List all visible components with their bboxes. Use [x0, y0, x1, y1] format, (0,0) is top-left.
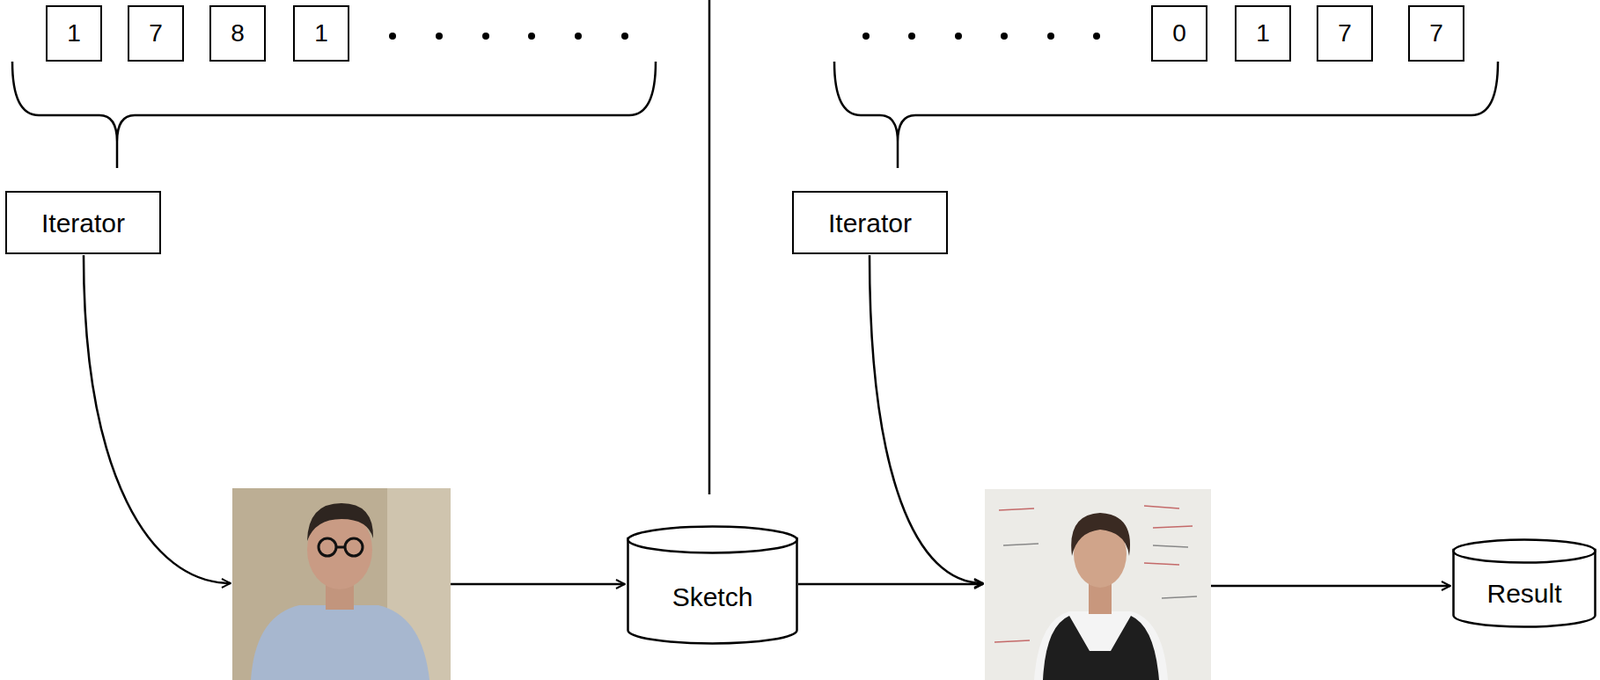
node-label: Iterator [41, 208, 125, 238]
flow-arrow [869, 255, 984, 584]
glasses [344, 538, 363, 557]
node-label: 7 [148, 20, 163, 48]
divider-line [708, 0, 712, 495]
digit-box: 0 [1151, 5, 1208, 62]
dot [574, 32, 582, 40]
curly-brace [834, 61, 1498, 169]
flow-arrow [798, 583, 984, 587]
flow-arrow [450, 583, 625, 587]
node-label: Result [1486, 559, 1562, 609]
cylinder-body [628, 538, 798, 645]
digit-box: 1 [1234, 5, 1292, 62]
dot [388, 32, 397, 40]
storage-cylinder: Result [1452, 538, 1597, 629]
flow-arrow [1211, 585, 1451, 588]
node-label: Sketch [672, 559, 754, 612]
digit-box: 7 [1408, 5, 1465, 62]
dot [1000, 32, 1008, 40]
dot [862, 32, 870, 40]
node-label: 1 [1255, 20, 1270, 48]
node-label: 7 [1337, 20, 1352, 48]
cylinder-top [1453, 540, 1596, 564]
glasses [318, 538, 337, 557]
node-label: 8 [230, 20, 245, 48]
process-box: Iterator [792, 190, 948, 255]
dot [954, 32, 962, 40]
vest [1042, 616, 1160, 680]
hair [307, 503, 374, 542]
node-label: 1 [314, 20, 329, 48]
node-label: 7 [1429, 20, 1444, 48]
process-box: Iterator [5, 190, 162, 255]
dot [908, 32, 916, 40]
person-photo [232, 488, 451, 680]
flow-arrow [83, 255, 231, 584]
digit-box: 8 [209, 5, 266, 62]
node-label: Iterator [828, 208, 912, 238]
glasses [336, 546, 345, 550]
storage-cylinder: Sketch [626, 525, 799, 646]
cylinder-top [628, 527, 798, 554]
curly-brace [12, 61, 656, 169]
dot [482, 32, 490, 40]
shirt [1034, 611, 1168, 680]
hair [1071, 513, 1131, 557]
dot [435, 32, 443, 40]
person-photo [984, 489, 1212, 680]
dot [1093, 32, 1101, 40]
dot [1047, 32, 1055, 40]
ellipsis-dots [862, 32, 1101, 40]
node-label: 1 [66, 20, 81, 48]
digit-box: 7 [127, 5, 184, 62]
photo-background [232, 488, 451, 680]
dot [621, 32, 629, 40]
ellipsis-dots [388, 32, 629, 40]
digit-box: 7 [1316, 5, 1373, 62]
digit-box: 1 [293, 5, 350, 62]
digit-box: 1 [45, 5, 103, 62]
whiteboard [984, 489, 1212, 680]
shirt [250, 605, 430, 680]
node-label: 0 [1172, 20, 1187, 48]
dot [528, 32, 536, 40]
